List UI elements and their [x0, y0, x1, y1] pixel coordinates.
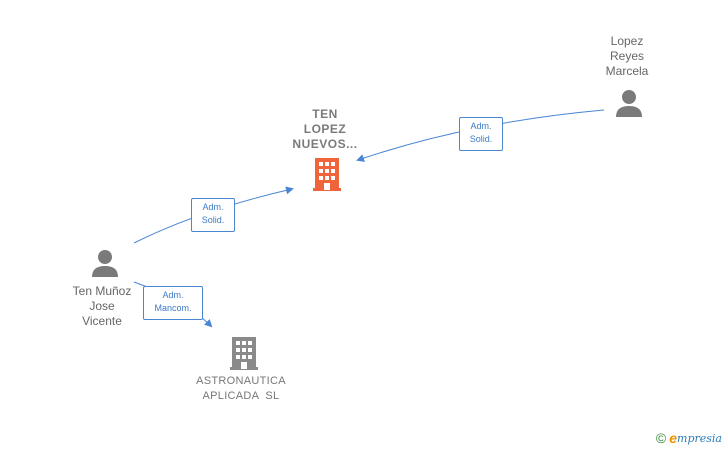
company-name-line: TEN	[312, 107, 338, 121]
copyright-icon: ©	[655, 430, 667, 446]
person-name-line: Marcela	[605, 64, 649, 78]
person-name-line: Ten Muñoz	[72, 284, 132, 298]
company-label-ten-lopez[interactable]: TEN LOPEZ NUEVOS...	[287, 107, 363, 152]
person-name-line: Vicente	[82, 314, 122, 328]
building-icon[interactable]	[311, 156, 343, 192]
person-icon[interactable]	[90, 248, 120, 278]
building-icon[interactable]	[228, 335, 260, 371]
edge-label-line: Solid.	[469, 134, 493, 144]
edge-label-lopez-to-ten[interactable]: Adm. Solid.	[459, 117, 503, 151]
person-icon[interactable]	[614, 88, 644, 118]
company-name-line: LOPEZ	[303, 122, 347, 136]
person-label-ten-munoz[interactable]: Ten Muñoz Jose Vicente	[62, 284, 142, 329]
person-label-lopez-reyes[interactable]: Lopez Reyes Marcela	[592, 34, 662, 79]
brand-logo: © e mpresia	[656, 430, 722, 446]
edge-label-line: Solid.	[201, 215, 225, 225]
person-name-line: Reyes	[609, 49, 644, 63]
edge-label-munoz-to-astro[interactable]: Adm. Mancom.	[143, 286, 203, 320]
edge-label-munoz-to-ten[interactable]: Adm. Solid.	[191, 198, 235, 232]
person-name-line: Jose	[89, 299, 115, 313]
company-name-line: ASTRONAUTICA	[196, 375, 286, 387]
company-label-astronautica[interactable]: ASTRONAUTICA APLICADA SL	[186, 374, 296, 404]
person-name-line: Lopez	[610, 34, 644, 48]
edge-label-line: Adm.	[202, 202, 224, 212]
brand-name: mpresia	[677, 431, 722, 445]
brand-e: e	[669, 430, 678, 446]
company-name-line: NUEVOS...	[292, 137, 358, 151]
edge-label-line: Adm.	[470, 121, 492, 131]
edge-label-line: Adm.	[162, 290, 184, 300]
company-name-line: APLICADA SL	[202, 390, 280, 402]
edge-label-line: Mancom.	[154, 303, 192, 313]
